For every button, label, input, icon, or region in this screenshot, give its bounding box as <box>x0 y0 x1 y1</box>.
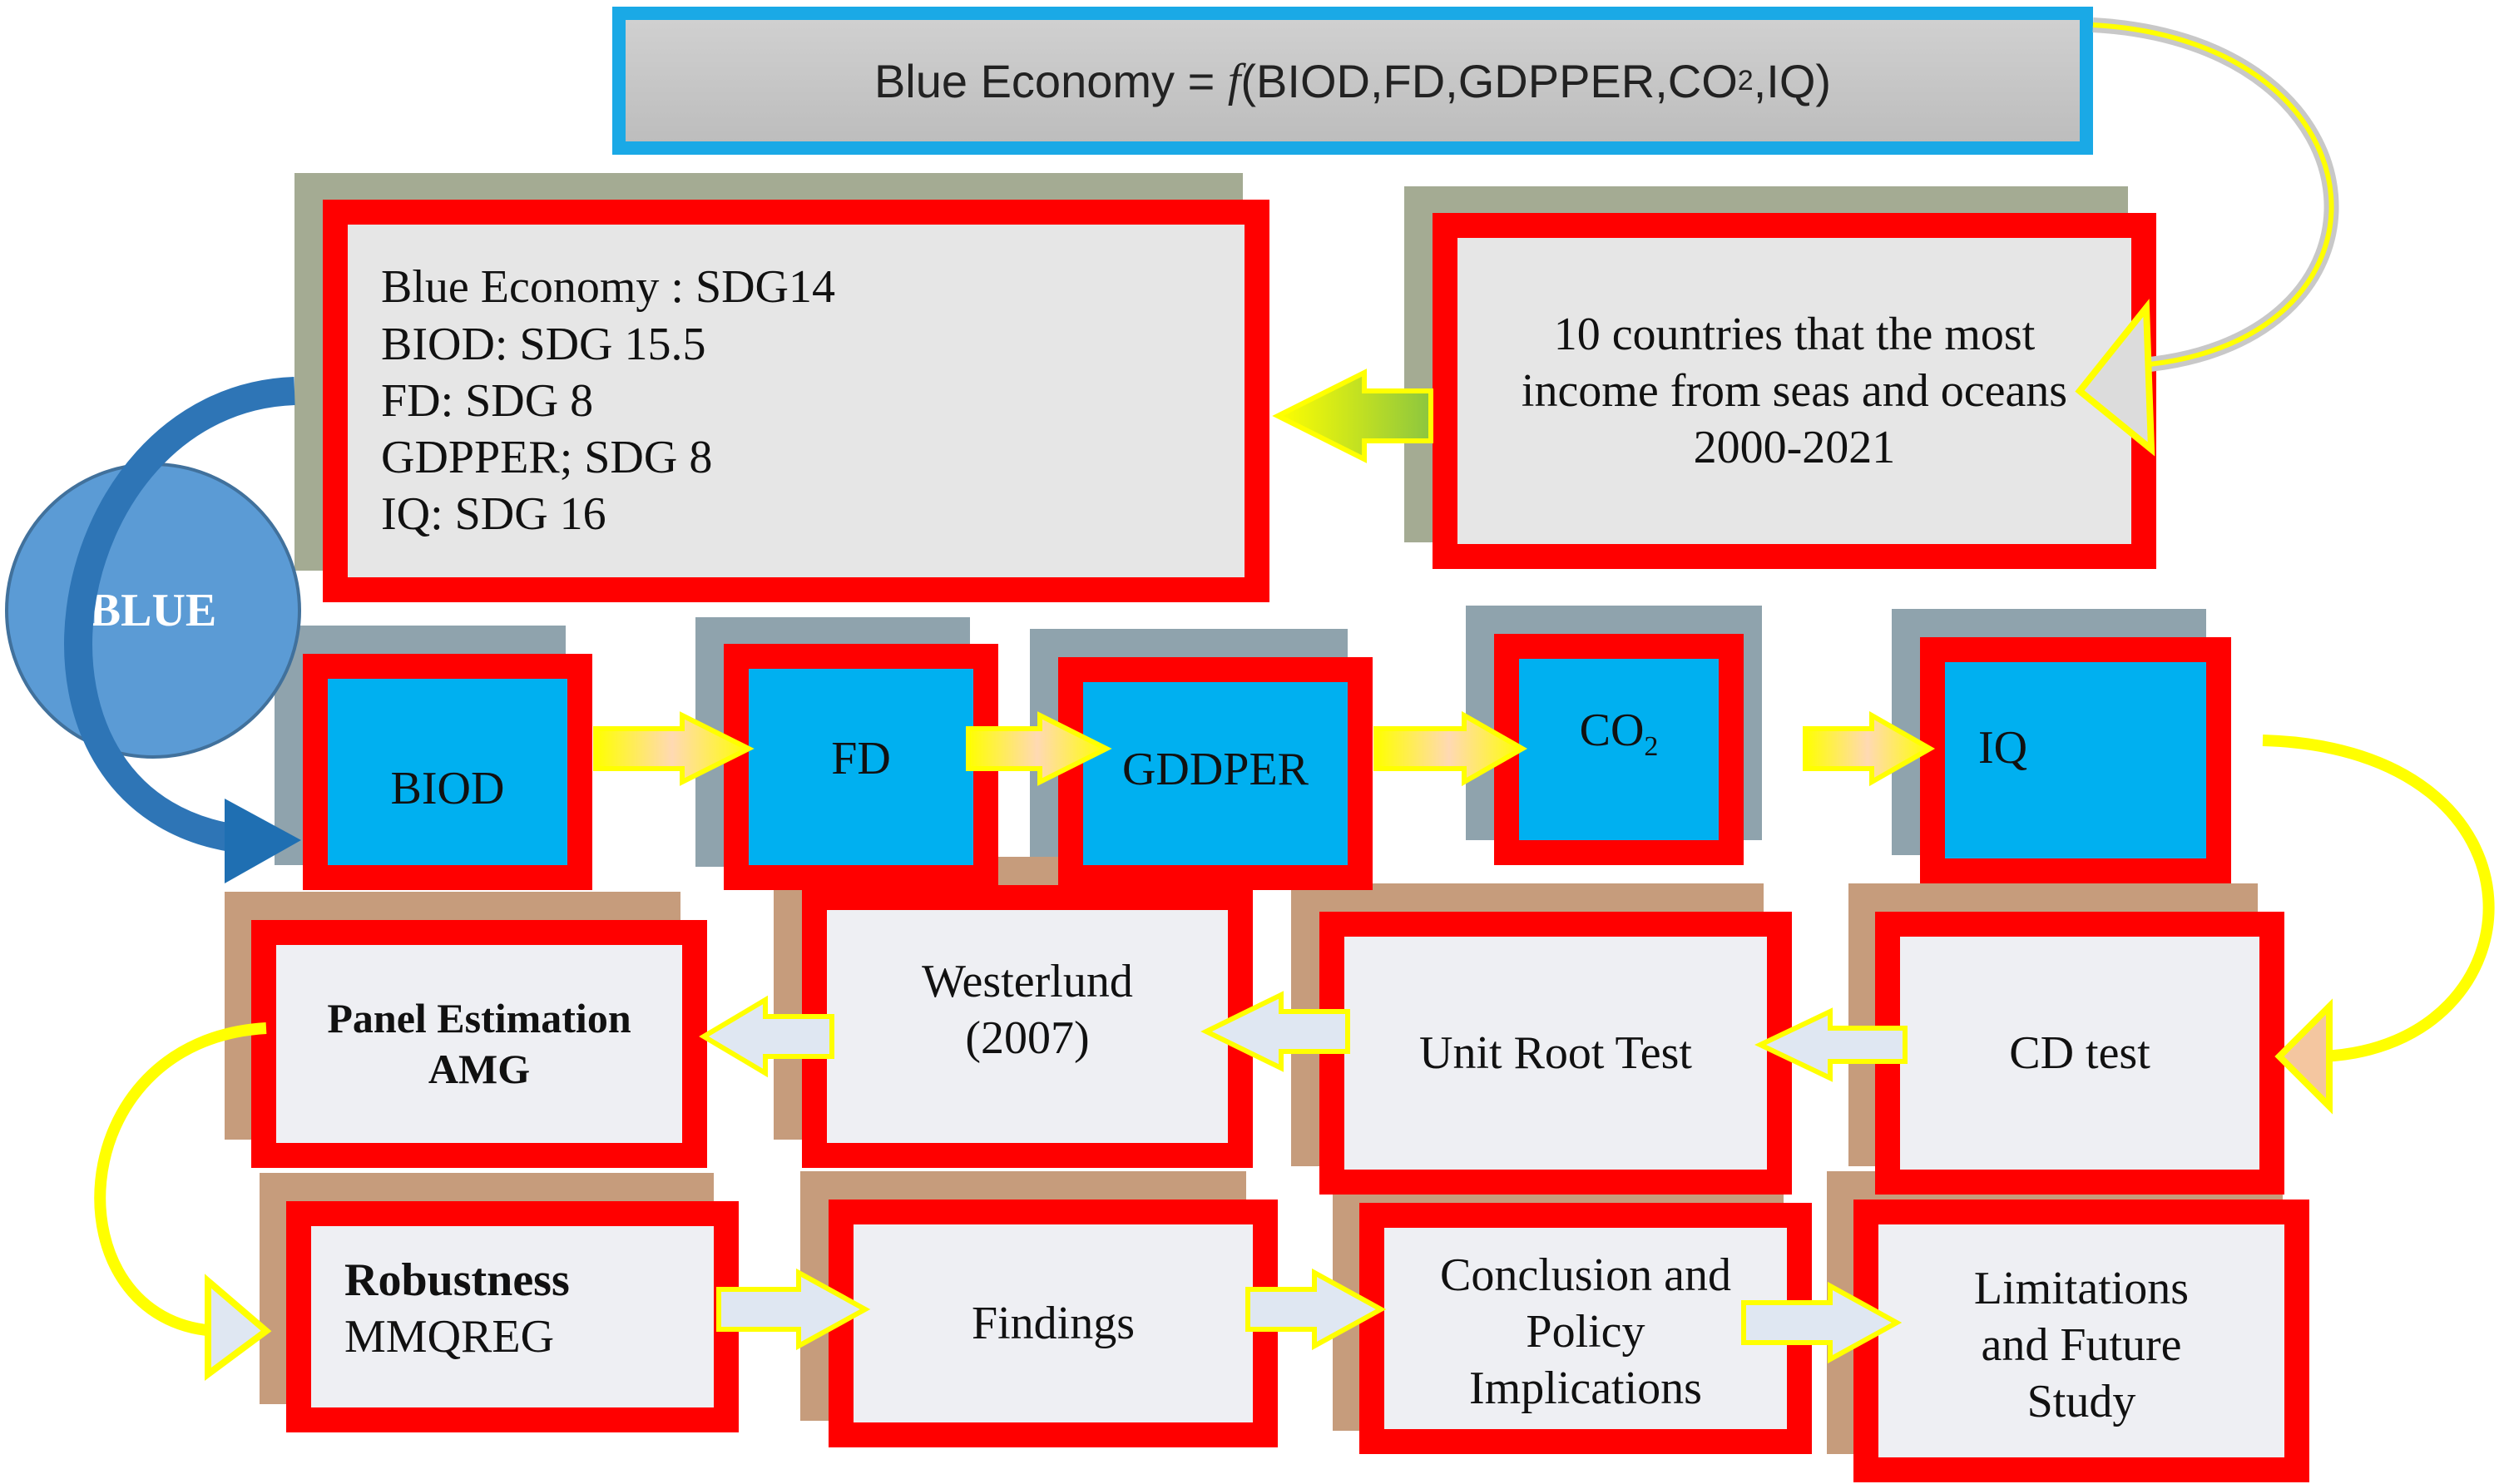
countries-lines: 10 countries that the most income from s… <box>1522 306 2067 477</box>
westerlund-to-panel-arrow <box>699 995 834 1078</box>
sdg-line: BIOD: SDG 15.5 <box>381 318 706 370</box>
iq-to-cdtest-curve <box>2262 735 2495 1062</box>
fd-to-gddper-arrow <box>966 711 1112 786</box>
fd-box: FD <box>724 644 998 890</box>
co2-label: CO2 <box>1580 702 1659 798</box>
co2-main: CO <box>1579 704 1645 756</box>
cd-test-label: CD test <box>2009 1026 2150 1079</box>
cd-test-box: CD test <box>1875 912 2284 1195</box>
banner-to-countries-arrow <box>2092 17 2339 373</box>
sdg-line: FD: SDG 8 <box>381 374 594 427</box>
sdg-mapping-box: Blue Economy : SDG14 BIOD: SDG 15.5 FD: … <box>323 200 1269 602</box>
formula-args: (BIOD,FD,GDPPER,CO <box>1240 54 1738 107</box>
biod-to-fd-arrow <box>593 711 755 786</box>
westerlund-box: Westerlund (2007) <box>802 885 1253 1168</box>
panel-line: Panel Estimation <box>327 995 631 1041</box>
countries-line: 10 countries that the most <box>1553 308 2036 360</box>
unit-root-label: Unit Root Test <box>1419 1026 1692 1079</box>
formula-args-end: ,IQ) <box>1753 54 1832 107</box>
conclusion-box: Conclusion and Policy Implications <box>1359 1203 1812 1454</box>
unit-root-box: Unit Root Test <box>1319 912 1792 1195</box>
iq-to-cdtest-head <box>2274 998 2333 1115</box>
formula-subscript: 2 <box>1737 64 1754 96</box>
limitations-line: Study <box>2026 1376 2136 1428</box>
panel-estimation-box: Panel Estimation AMG <box>251 920 707 1168</box>
findings-label: Findings <box>971 1297 1136 1349</box>
formula-operator: = <box>1175 54 1228 107</box>
limitations-box: Limitations and Future Study <box>1853 1200 2309 1482</box>
robustness-line: MMQREG <box>344 1311 555 1363</box>
sdg-line: GDPPER; SDG 8 <box>381 432 713 484</box>
westerlund-line: Westerlund <box>922 955 1133 1007</box>
iq-label: IQ <box>1978 721 2028 774</box>
countries-line: 2000-2021 <box>1693 422 1896 474</box>
countries-line: income from seas and oceans <box>1521 364 2068 417</box>
biod-label: BIOD <box>390 762 505 814</box>
sdg-line: IQ: SDG 16 <box>381 488 606 541</box>
panel-line: AMG <box>428 1046 531 1092</box>
robustness-box: Robustness MMQREG <box>286 1201 739 1432</box>
conclusion-line: Policy <box>1526 1305 1645 1358</box>
limitations-line: and Future <box>1981 1318 2182 1371</box>
fd-label: FD <box>831 732 891 784</box>
conclusion-text: Conclusion and Policy Implications <box>1440 1240 1731 1417</box>
banner-to-countries-head <box>2075 299 2155 457</box>
formula-function: f <box>1227 55 1241 106</box>
sdg-to-biod-curve <box>64 377 295 854</box>
conclusion-line: Implications <box>1469 1363 1702 1415</box>
gddper-to-co2-arrow <box>1373 710 1528 787</box>
formula-lhs: Blue Economy <box>873 54 1175 107</box>
unitroot-to-westerlund-arrow <box>1200 991 1350 1072</box>
countries-to-sdg-arrow <box>1272 369 1433 463</box>
robustness-text: Robustness MMQREG <box>344 1252 570 1383</box>
panel-estimation-text: Panel Estimation AMG <box>327 993 631 1095</box>
co2-subscript: 2 <box>1644 730 1659 762</box>
panel-to-robustness-curve <box>94 1022 267 1337</box>
findings-to-conclusion-arrow <box>1245 1268 1387 1351</box>
sdg-line: Blue Economy : SDG14 <box>381 261 835 314</box>
limitations-text: Limitations and Future Study <box>1974 1252 2189 1431</box>
sdg-to-biod-head <box>225 799 301 883</box>
biod-box: BIOD <box>303 654 592 890</box>
co2-box: CO2 <box>1494 634 1744 865</box>
co2-to-iq-arrow <box>1803 710 1936 787</box>
iq-box: IQ <box>1920 637 2231 883</box>
conclusion-to-limitations-arrow <box>1741 1281 1903 1364</box>
panel-to-robustness-head <box>205 1274 272 1381</box>
gddper-label: GDDPER <box>1121 743 1309 795</box>
sdg-lines: Blue Economy : SDG14 BIOD: SDG 15.5 FD: … <box>381 259 835 543</box>
westerlund-text: Westerlund (2007) <box>922 953 1133 1101</box>
banner-to-countries-arrow-edge <box>2092 22 2334 369</box>
conclusion-line: Conclusion and <box>1440 1249 1731 1301</box>
countries-box: 10 countries that the most income from s… <box>1433 213 2156 569</box>
westerlund-line: (2007) <box>965 1012 1090 1064</box>
gddper-box: GDDPER <box>1058 657 1373 890</box>
cdtest-to-unitroot-arrow <box>1754 1007 1908 1082</box>
robustness-line: Robustness <box>344 1254 570 1306</box>
limitations-line: Limitations <box>1973 1262 2190 1314</box>
blue-circle: BLUE <box>5 463 301 759</box>
formula-banner: Blue Economy = f (BIOD,FD,GDPPER,CO 2 ,I… <box>612 7 2093 155</box>
robustness-to-findings-arrow <box>716 1268 871 1351</box>
